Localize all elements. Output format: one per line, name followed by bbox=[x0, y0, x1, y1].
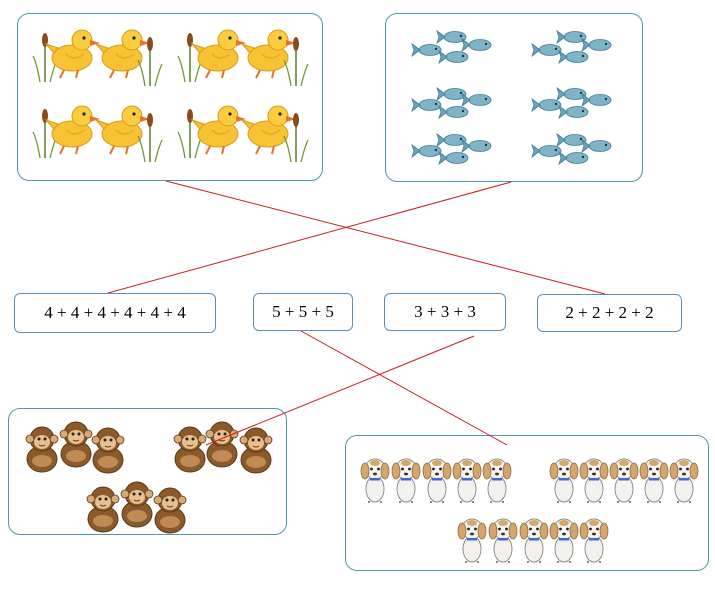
matching-lines bbox=[107, 180, 606, 446]
expression-box-1[interactable]: 4 + 4 + 4 + 4 + 4 + 4 bbox=[14, 293, 216, 333]
line-ducks-to-e4 bbox=[165, 180, 606, 295]
expression-box-3[interactable]: 3 + 3 + 3 bbox=[384, 293, 506, 331]
duck-group bbox=[32, 29, 309, 163]
line-e3-to-monkeys bbox=[205, 335, 475, 446]
line-e2-to-dogs bbox=[300, 330, 508, 446]
expression-box-2[interactable]: 5 + 5 + 5 bbox=[253, 293, 353, 331]
monkeys-card[interactable] bbox=[8, 408, 287, 535]
expression-box-4[interactable]: 2 + 2 + 2 + 2 bbox=[537, 294, 682, 332]
fish-group bbox=[411, 30, 612, 165]
line-fish-to-e1 bbox=[107, 181, 512, 294]
monkey-group bbox=[25, 421, 273, 534]
dog-group bbox=[360, 458, 699, 564]
